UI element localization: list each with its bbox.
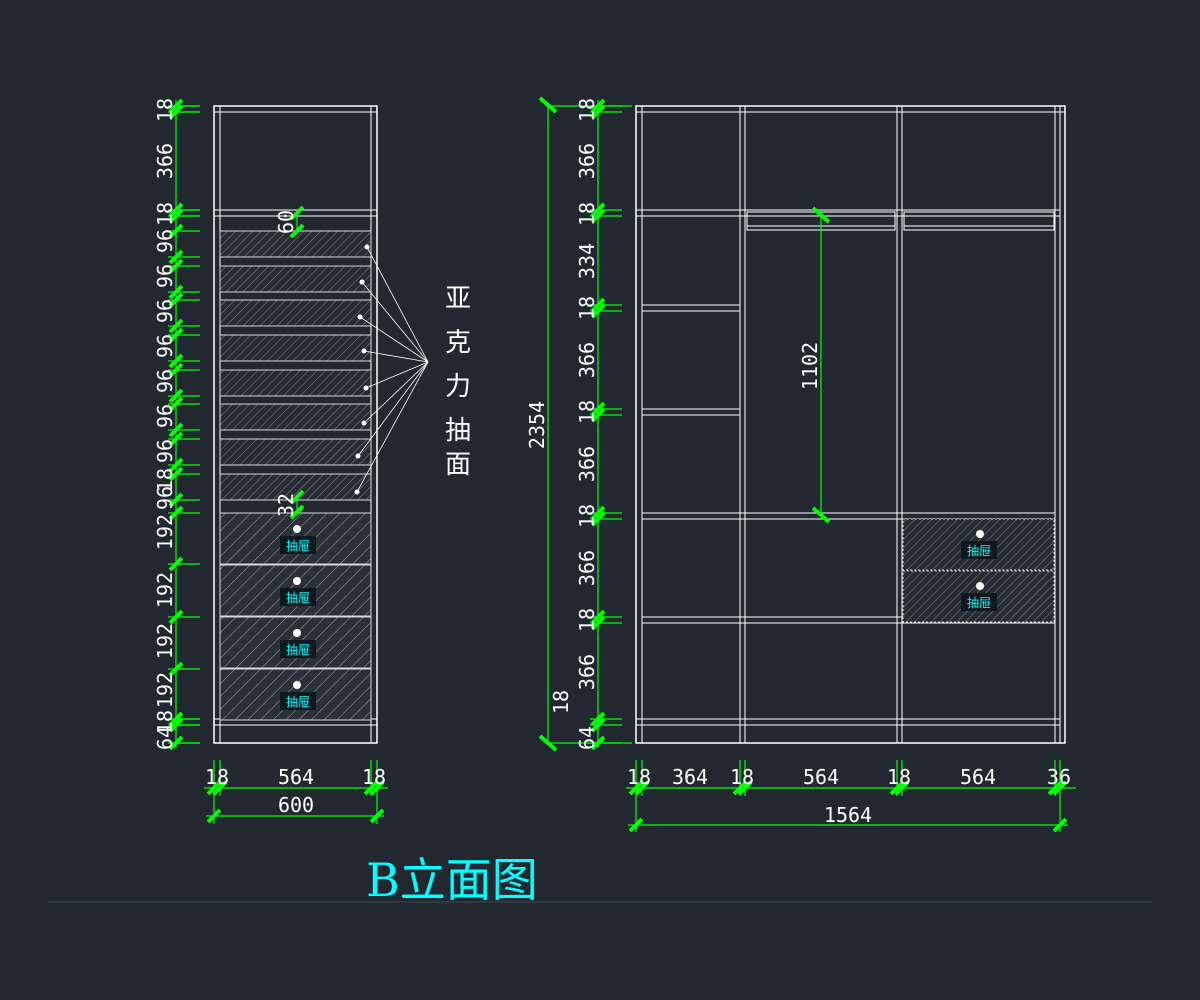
dim-label: 564 <box>803 765 839 789</box>
dim-label: 1564 <box>824 803 872 827</box>
acrylic-label: 亚 克 力 抽 面 <box>445 284 471 480</box>
dim-label: 18 <box>887 765 911 789</box>
dim-label: 64 <box>153 726 177 750</box>
left-inner-dimensions: 60 32 <box>274 205 305 520</box>
dim-label: 18 <box>362 765 386 789</box>
dim-label: 18 <box>205 765 229 789</box>
acrylic-char: 克 <box>445 328 471 358</box>
dim-label: 364 <box>672 765 708 789</box>
dim-label: 192 <box>153 623 177 659</box>
dim-label: 96 <box>153 404 177 428</box>
dim-label: 64 <box>575 726 599 750</box>
dim-label: 564 <box>278 765 314 789</box>
drawer-tag: 抽屉 <box>286 695 310 709</box>
dim-label: 18 <box>575 296 599 320</box>
dim-label: 18 <box>575 608 599 632</box>
dim-label: 96 <box>153 369 177 393</box>
dim-label: 366 <box>575 143 599 179</box>
right-horizontal-dimensions: 18 364 18 564 18 564 36 1564 <box>626 760 1076 833</box>
dim-label: 18 <box>575 202 599 226</box>
dim-label: 18 <box>730 765 754 789</box>
acrylic-char: 亚 <box>445 284 471 314</box>
dim-label: 96 <box>153 334 177 358</box>
dim-label: 1102 <box>798 342 822 390</box>
drawing-title: B立面图 <box>366 853 538 907</box>
rod-height-dimension: 1102 <box>798 206 831 524</box>
dim-label: 18 <box>153 202 177 226</box>
dim-label: 366 <box>575 654 599 690</box>
drawer-tag: 抽屉 <box>967 596 991 610</box>
dim-label: 18 <box>575 400 599 424</box>
overall-height-dimension: 2354 <box>525 96 632 752</box>
left-drawers: 抽屉 抽屉 抽屉 抽屉 <box>219 512 372 721</box>
acrylic-char: 抽 <box>445 416 471 446</box>
dim-label: 366 <box>575 446 599 482</box>
left-vertical-dimensions: 18 366 18 96 96 96 96 96 96 96 18 96 192… <box>153 98 200 751</box>
acrylic-drawer-fronts <box>219 230 429 501</box>
dim-label: 18 <box>575 504 599 528</box>
acrylic-char: 力 <box>445 372 471 402</box>
dim-label: 2354 <box>525 401 549 449</box>
dim-label: 18 <box>153 98 177 122</box>
dim-label: 60 <box>274 210 298 234</box>
dim-label: 192 <box>153 672 177 708</box>
dim-label: 18 <box>627 765 651 789</box>
drawer-tag: 抽屉 <box>967 544 991 558</box>
right-cabinet <box>635 105 1066 744</box>
dim-label: 366 <box>575 550 599 586</box>
dim-label: 96 <box>153 264 177 288</box>
dim-label: 600 <box>278 793 314 817</box>
dim-label: 366 <box>153 143 177 179</box>
drawer-tag: 抽屉 <box>286 643 310 657</box>
dim-label: 32 <box>274 493 298 517</box>
dim-label: 18 <box>153 468 177 492</box>
drawer-tag: 抽屉 <box>286 539 310 553</box>
right-drawers: 抽屉 抽屉 <box>902 518 1055 623</box>
dim-label: 36 <box>1047 765 1071 789</box>
dim-label: 18 <box>549 690 573 714</box>
acrylic-char: 面 <box>445 450 471 480</box>
left-horizontal-dimensions: 18 564 18 600 <box>204 760 388 824</box>
dim-label: 96 <box>153 229 177 253</box>
dim-label: 334 <box>575 243 599 279</box>
dim-label: 96 <box>153 439 177 463</box>
dim-label: 564 <box>960 765 996 789</box>
dim-label: 96 <box>153 299 177 323</box>
right-vertical-dimensions: 18 366 18 334 18 366 18 366 18 366 18 36… <box>549 98 622 751</box>
dim-label: 192 <box>153 514 177 550</box>
dim-label: 18 <box>153 710 177 734</box>
dim-label: 366 <box>575 342 599 378</box>
drawer-tag: 抽屉 <box>286 591 310 605</box>
dim-label: 18 <box>575 98 599 122</box>
dim-label: 192 <box>153 572 177 608</box>
dim-label: 96 <box>153 486 177 510</box>
